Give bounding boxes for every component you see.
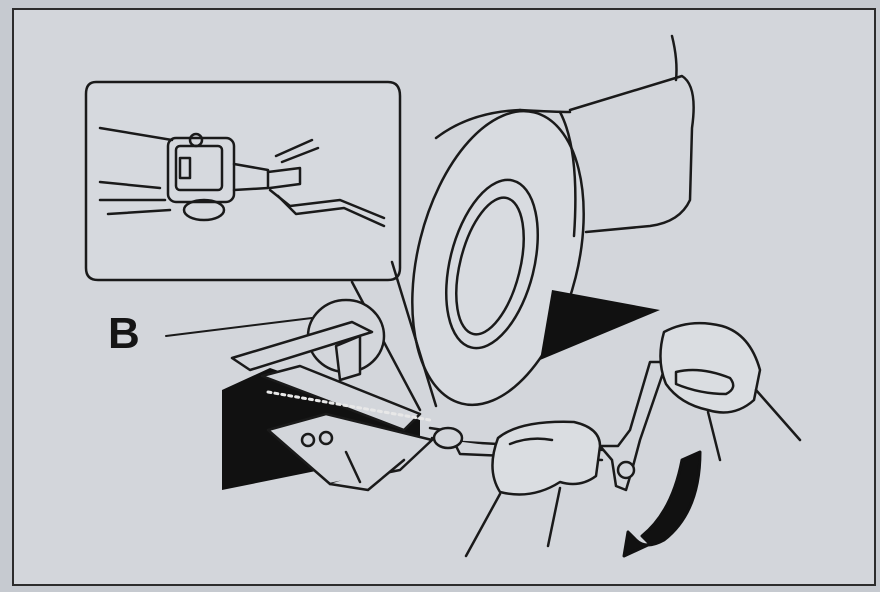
right-hand bbox=[660, 323, 800, 460]
rotation-arrow bbox=[624, 452, 700, 556]
detail-inset bbox=[86, 82, 400, 280]
ground-shadow bbox=[540, 290, 660, 360]
tire bbox=[384, 93, 612, 423]
callout-b-leader bbox=[166, 318, 312, 336]
callout-label-b: B bbox=[108, 312, 140, 356]
